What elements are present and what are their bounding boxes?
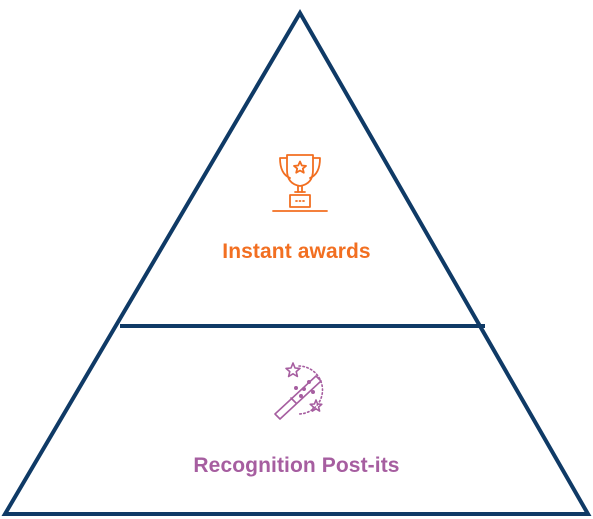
pyramid-outline	[1, 9, 592, 516]
magic-wand-icon	[274, 362, 324, 420]
tier-label-instant-awards: Instant awards	[222, 240, 371, 263]
trophy-icon	[272, 154, 328, 212]
tier-label-recognition-post-its: Recognition Post-its	[193, 454, 400, 477]
